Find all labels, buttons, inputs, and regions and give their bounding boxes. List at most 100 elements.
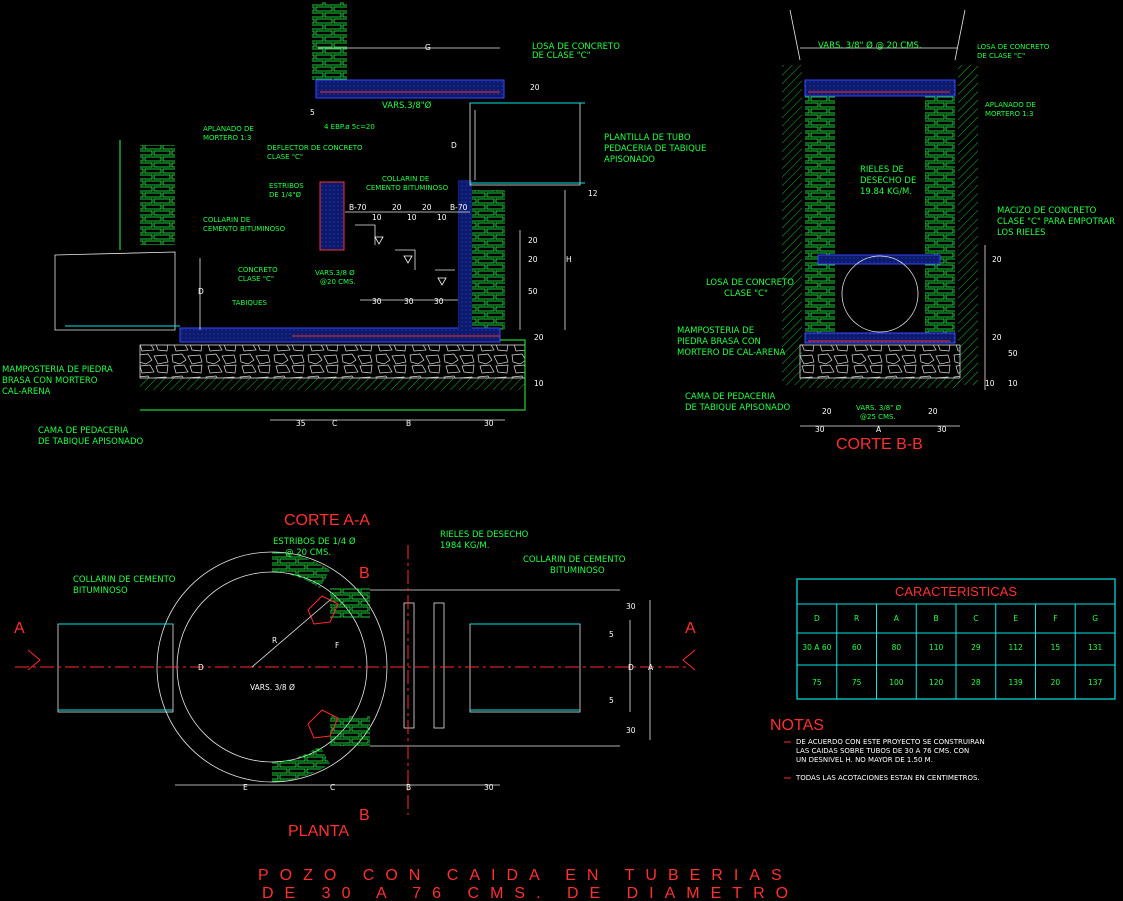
bb-aplanado-label: APLANADO DE (985, 101, 1036, 109)
dim-5: 5 (310, 108, 315, 117)
collarin-right-label-2: CEMENTO BITUMINOSO (366, 184, 449, 192)
table-cell: 120 (929, 678, 944, 687)
bb-mamp-label-2: PIEDRA BRASA CON (677, 337, 761, 347)
plan-estribos-label: ESTRIBOS DE 1/4 Ø (273, 536, 356, 547)
table-header-cell: B (934, 614, 939, 623)
bb-rieles-label-3: 19.84 KG/M. (860, 187, 912, 197)
ebp-label: 4 EBP.ø 5c=20 (324, 123, 375, 131)
plan-dim-rA: A (648, 663, 654, 672)
dim-b70b: B-70 (450, 203, 468, 212)
table-header-cell: E (1013, 614, 1018, 623)
bb-macizo-label: MACIZO DE CONCRETO (997, 206, 1097, 216)
bb-losa-left-label: LOSA DE CONCRETO (706, 278, 794, 288)
plan-B-bottom: B (359, 807, 370, 824)
plan-collarin-right-label-2: BITUMINOSO (550, 566, 605, 576)
plan-B-top: B (359, 565, 370, 582)
dim-r20b: 20 (528, 255, 538, 264)
bb-dim-r50: 50 (1008, 349, 1018, 358)
table-cell: 20 (1051, 678, 1061, 687)
plan-dim-r5b: 5 (609, 696, 614, 705)
dim-D-left: D (198, 287, 204, 296)
plan-brick-block-bottom (330, 716, 370, 746)
section-bb: VARS. 3/8" Ø @ 20 CMS. LOSA DE CONCRETO … (677, 9, 1115, 453)
table-cell: 100 (889, 678, 904, 687)
bb-rail-beam (817, 254, 941, 265)
inlet-pipe (54, 251, 176, 331)
vars-bottom-label-2: @20 CMS. (320, 278, 356, 286)
bb-dim-b20b: 20 (928, 407, 938, 416)
plan-collarin-left-label: COLLARIN DE CEMENTO (73, 575, 176, 585)
plan-view: CORTE A-A PLANTA ESTRIBOS DE 1/4 Ø @ 20 … (14, 512, 696, 840)
bb-losa-label-2: DE CLASE "C" (977, 52, 1025, 60)
bb-dim-r10b: 10 (1008, 379, 1018, 388)
plan-A-left: A (14, 620, 25, 637)
plan-dim-r30a: 30 (626, 602, 636, 611)
plan-dim-bB: B (406, 783, 411, 792)
dim-c30b: 30 (404, 297, 414, 306)
concreto-label-2: CLASE "C" (238, 275, 274, 283)
bb-mamp-label-3: MORTERO DE CAL-ARENA (677, 348, 785, 358)
collarin-right-label: COLLARIN DE (382, 175, 429, 183)
dim-c30c: 30 (434, 297, 444, 306)
table-cell: 28 (971, 678, 981, 687)
dim-12: 12 (588, 189, 598, 198)
bb-aplanado-label-2: MORTERO 1:3 (985, 110, 1033, 118)
bb-cama-label-2: DE TABIQUE APISONADO (685, 403, 791, 413)
rail-2 (433, 602, 445, 729)
vars-top-label: VARS.3/8"Ø (382, 100, 432, 111)
plan-vars-label: VARS. 3/8 Ø (250, 683, 295, 692)
dim-b20b: 20 (422, 203, 432, 212)
left-brick-wall (140, 145, 175, 245)
table-cell: 60 (852, 643, 862, 652)
dim-r20c: 20 (534, 333, 544, 342)
dim-bC: C (332, 419, 337, 428)
mamposteria-label: MAMPOSTERIA DE PIEDRA (2, 365, 113, 375)
dim-G: G (425, 43, 431, 52)
bb-macizo-label-2: CLASE "C" PARA EMPOTRAR (997, 217, 1115, 227)
notes-title: NOTAS (770, 717, 824, 734)
table-title: CARACTERISTICAS (895, 584, 1017, 599)
bottom-slab (179, 327, 501, 343)
plantilla-label: PLANTILLA DE TUBO (604, 133, 691, 143)
tabiques-label: TABIQUES (231, 299, 267, 307)
main-title-line-1: POZO CON CAIDA EN TUBERIAS (258, 867, 793, 884)
dim-bB: B (406, 419, 411, 428)
plan-inlet-pipe (57, 623, 174, 713)
dim-b70a: B-70 (349, 203, 367, 212)
bb-dim-r10a: 10 (985, 379, 995, 388)
plan-dim-bC: C (330, 783, 335, 792)
dim-b10b: 10 (407, 213, 417, 222)
bb-left-wall (805, 80, 835, 335)
bb-rieles-label-2: DESECHO DE (860, 176, 916, 186)
estribos-label-2: DE 1/4"Ø (269, 191, 302, 199)
note-1-line-1: DE ACUERDO CON ESTE PROYECTO SE CONSTRUI… (796, 738, 985, 746)
aplanado-label-2: MORTERO 1:3 (203, 134, 251, 142)
plantilla-label-2: PEDACERIA DE TABIQUE (604, 144, 706, 154)
table-header-cell: F (1053, 614, 1057, 623)
plan-rieles-label-2: 1984 KG/M. (440, 541, 489, 551)
bb-dim-r20a: 20 (992, 255, 1002, 264)
table-header-cell: G (1092, 614, 1098, 623)
table-cell: 131 (1088, 643, 1103, 652)
table-cell: 29 (971, 643, 981, 652)
table-cell: 30 A 60 (802, 643, 831, 652)
outlet-pipe (469, 102, 581, 186)
plan-A-right: A (685, 620, 696, 637)
plantilla-label-3: APISONADO (604, 155, 655, 165)
plan-dim-r30b: 30 (626, 726, 636, 735)
bb-cama-label: CAMA DE PEDACERIA (685, 392, 775, 402)
bb-dim-b30b: 30 (937, 425, 947, 434)
dim-D-top: D (451, 141, 457, 150)
plan-D: D (198, 663, 204, 672)
inner-wall (458, 180, 472, 330)
dim-b10a: 10 (372, 213, 382, 222)
note-1-line-3: UN DESNIVEL H. NO MAYOR DE 1.50 M. (796, 756, 933, 764)
table-header-cell: C (973, 614, 978, 623)
bb-pipe-circle (841, 255, 919, 333)
bb-dim-b20a: 20 (822, 407, 832, 416)
cama-label: CAMA DE PEDACERIA (38, 426, 128, 436)
table-cell: 137 (1088, 678, 1103, 687)
bb-mamp-label: MAMPOSTERIA DE (677, 326, 754, 336)
plan-rieles-label: RIELES DE DESECHO (440, 530, 529, 540)
